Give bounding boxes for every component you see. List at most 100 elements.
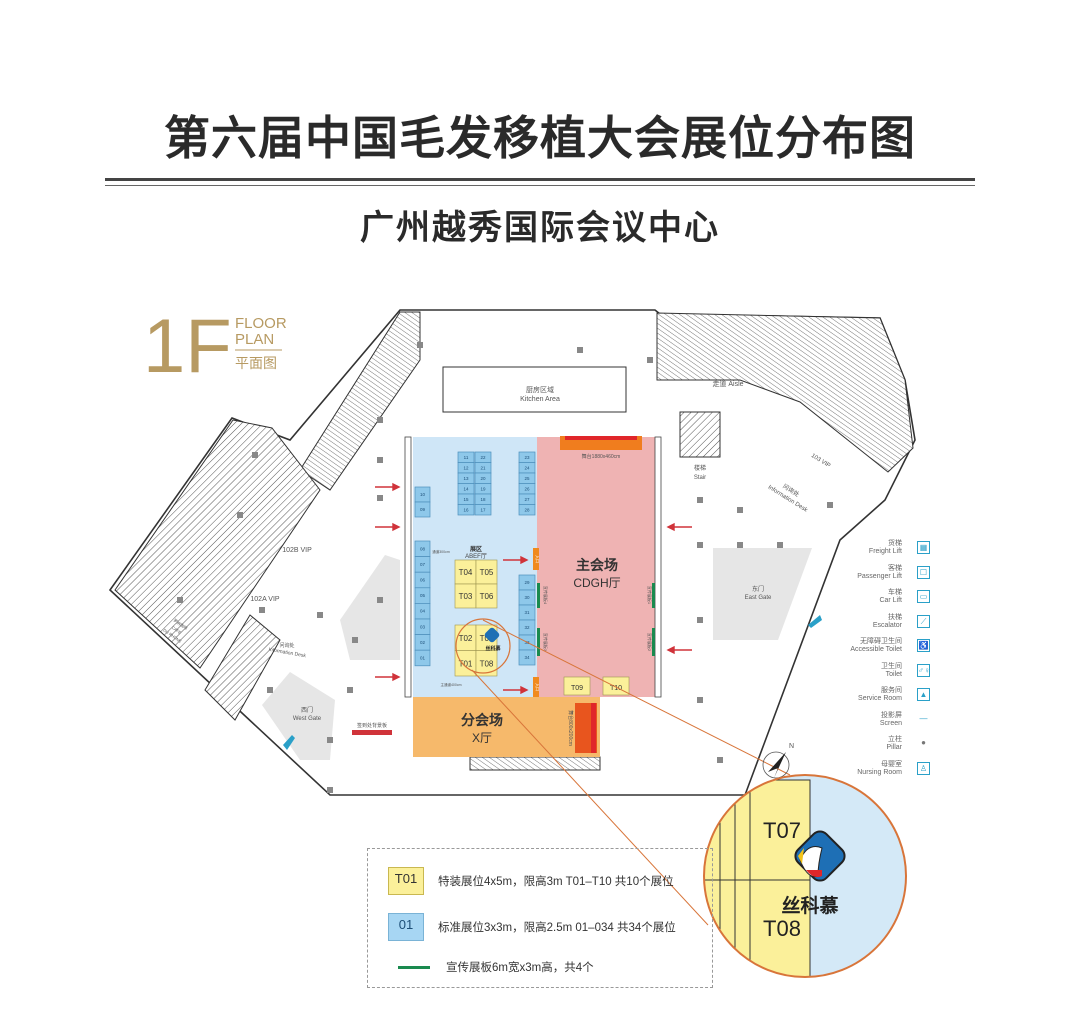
special-booth-swatch: T01 [388,867,424,895]
entry-arrow-icon [375,482,401,492]
booth-32[interactable]: 32 [518,619,536,636]
booth-02[interactable]: 02 [414,634,431,651]
pillar-icon [327,787,333,793]
booth-05[interactable]: 05 [414,587,431,604]
pillar-icon [777,542,783,548]
east-gate-area [713,548,812,640]
pillar-icon [717,757,723,763]
booth-09[interactable]: 09 [414,501,431,518]
legend-label-en: Escalator [872,621,902,629]
screen-icon: — [919,713,928,723]
booth-04[interactable]: 04 [414,603,431,620]
booth-number: 23 [524,455,530,460]
booth-03[interactable]: 03 [414,618,431,635]
banner-board-3 [537,628,540,656]
booth-01[interactable]: 01 [414,649,431,667]
pillar-icon [697,542,703,548]
legend-text: 宣传展板6m宽x3m高，共4个 [446,962,594,974]
pillar-icon: ● [921,738,926,747]
booth-number: 32 [524,625,530,630]
page-title: 第六届中国毛发移植大会展位分布图 [164,112,916,164]
aisle-label: 走道 Aisle [712,379,743,388]
booth-24[interactable]: 24 [518,462,536,474]
svg-text:CAFE: CAFE [171,625,183,635]
booth-27[interactable]: 27 [518,493,536,505]
booth-T08[interactable]: T08 [475,650,498,677]
booth-number: T03 [459,592,473,601]
booth-29[interactable]: 29 [518,574,536,591]
legend-label-en: Toilet [885,670,902,678]
booth-20[interactable]: 20 [474,472,492,484]
kitchen-label-cn: 厨房区域 [526,385,554,394]
booth-number: T10 [610,685,622,692]
booth-14[interactable]: 14 [457,483,475,495]
legend-label-en: Nursing Room [857,768,902,776]
booth-34[interactable]: 34 [518,649,536,666]
booth-number: 24 [524,465,530,470]
booth-26[interactable]: 26 [518,483,536,495]
main-hall-cdgh [537,437,655,697]
pillar-icon [377,495,383,501]
booth-number: 11 [464,455,469,460]
aisle-width-bottom: 主通道400cm [440,682,461,687]
booth-16[interactable]: 16 [457,504,475,516]
vip-102a-label: 102A VIP [250,596,280,603]
floor-plan-label-2: PLAN [235,331,274,348]
booth-T04[interactable]: T04 [454,559,477,585]
booth-11[interactable]: 11 [457,451,475,463]
booth-number: 28 [524,507,530,512]
pillar-icon [737,542,743,548]
booth-19[interactable]: 19 [474,483,492,495]
sub-hall-label-en: X厅 [472,731,492,745]
booth-15[interactable]: 15 [457,493,475,505]
booth-08[interactable]: 08 [414,540,431,557]
booth-13[interactable]: 13 [457,472,475,484]
booth-10[interactable]: 10 [414,486,431,503]
sub-hall-label-cn: 分会场 [461,712,503,728]
booth-06[interactable]: 06 [414,571,431,589]
booth-30[interactable]: 30 [518,589,536,606]
entrance-label: 入口 [535,683,540,691]
booth-21[interactable]: 21 [474,462,492,474]
pillar-icon [377,417,383,423]
pillar-icon [352,637,358,643]
booth-number: 27 [524,497,530,502]
entrance-marker [533,677,539,697]
standard-booth-swatch: 01 [388,913,424,941]
pillar-icon [177,597,183,603]
exhibit-label-cn: 展区 [470,545,482,553]
booth-T01[interactable]: T01 [454,650,477,677]
booth-T02[interactable]: T02 [454,624,477,651]
booth-28[interactable]: 28 [518,504,536,516]
floor-plan-label-cn: 平面图 [235,355,277,371]
booth-T05[interactable]: T05 [475,559,498,585]
booth-number: 17 [480,507,486,512]
legend-label-cn: 卫生间 [881,662,902,670]
pillar-icon [377,597,383,603]
hatched-wall-area [299,311,421,491]
booth-25[interactable]: 25 [518,472,536,484]
west-gate-en: West Gate [293,716,322,722]
pillar-icon [697,697,703,703]
svg-text:N: N [789,743,794,750]
booth-31[interactable]: 31 [518,604,536,621]
booth-12[interactable]: 12 [457,462,475,474]
entrance-camera-icon [808,615,822,628]
booth-17[interactable]: 17 [474,504,492,516]
highlight-circle-small [455,618,511,674]
booth-number: 16 [463,507,469,512]
booth-T09[interactable]: T09 [563,676,591,696]
kitchen-label-en: Kitchen Area [520,396,560,403]
booth-07[interactable]: 07 [414,556,431,573]
booth-22[interactable]: 22 [474,451,492,463]
booth-T03[interactable]: T03 [454,583,477,609]
legend-label-cn: 扶梯 [888,613,902,621]
hatched-wall-area [204,614,281,721]
booth-18[interactable]: 18 [474,493,492,505]
booth-number: 01 [420,656,426,661]
legend-label-en: Service Room [858,695,902,702]
booth-T06[interactable]: T06 [475,583,498,609]
legend-text: 特装展位4x5m，限高3m T01–T10 共10个展位 [438,876,674,888]
booth-23[interactable]: 23 [518,451,536,463]
